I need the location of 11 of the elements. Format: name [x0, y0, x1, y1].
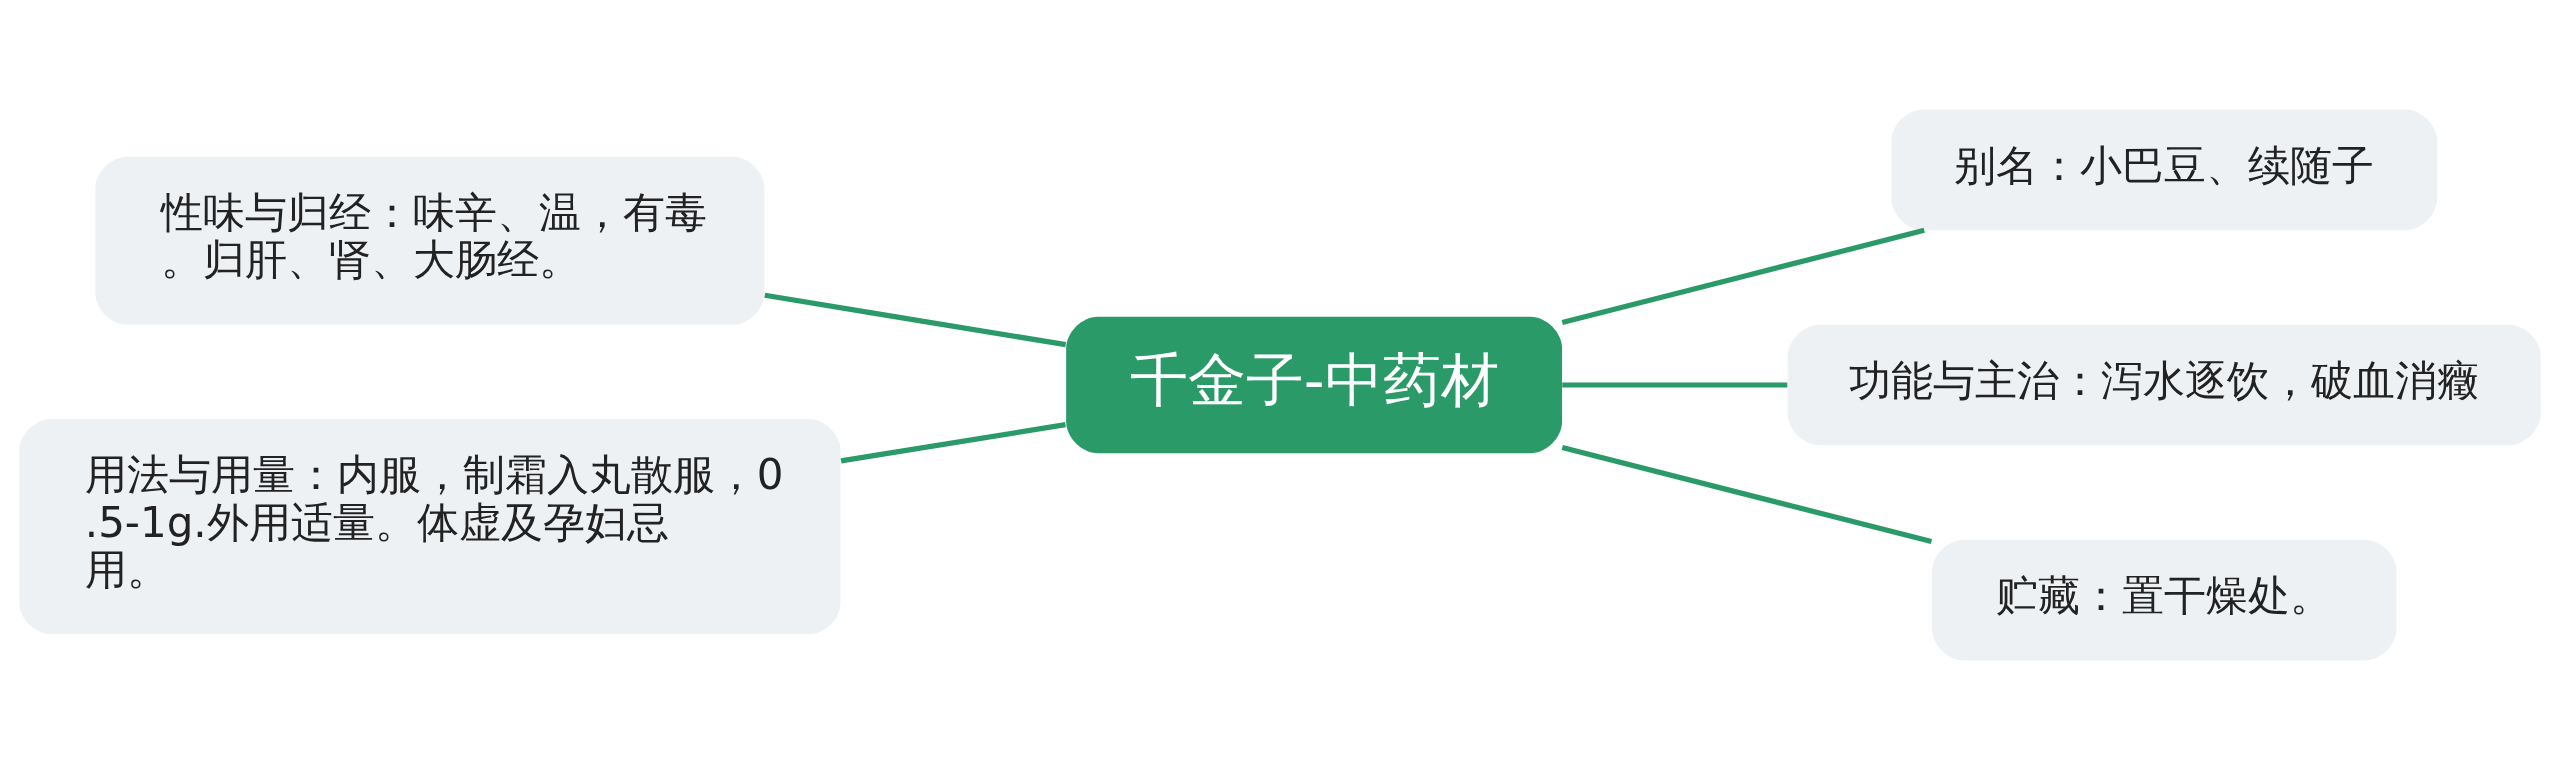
- node-box: 贮藏：置干燥处。: [1932, 539, 2397, 660]
- connector: [1561, 444, 1933, 544]
- connector: [840, 421, 1066, 463]
- node-box: 别名：小巴豆、续随子: [1891, 109, 2438, 230]
- connector: [764, 292, 1067, 347]
- node-box: 功能与主治：泻水逐饮，破血消癥: [1787, 324, 2541, 445]
- connector: [1562, 381, 1788, 388]
- node-box: 千金子-中药材: [1066, 316, 1563, 453]
- node-box: 用法与用量：内服，制霜入丸散服，0.5-1g.外用适量。体虚及孕妇忌用。: [19, 418, 841, 634]
- node-box: 性味与归经：味辛、温，有毒。归肝、肾、大肠经。: [95, 156, 765, 325]
- connector: [1561, 227, 1925, 325]
